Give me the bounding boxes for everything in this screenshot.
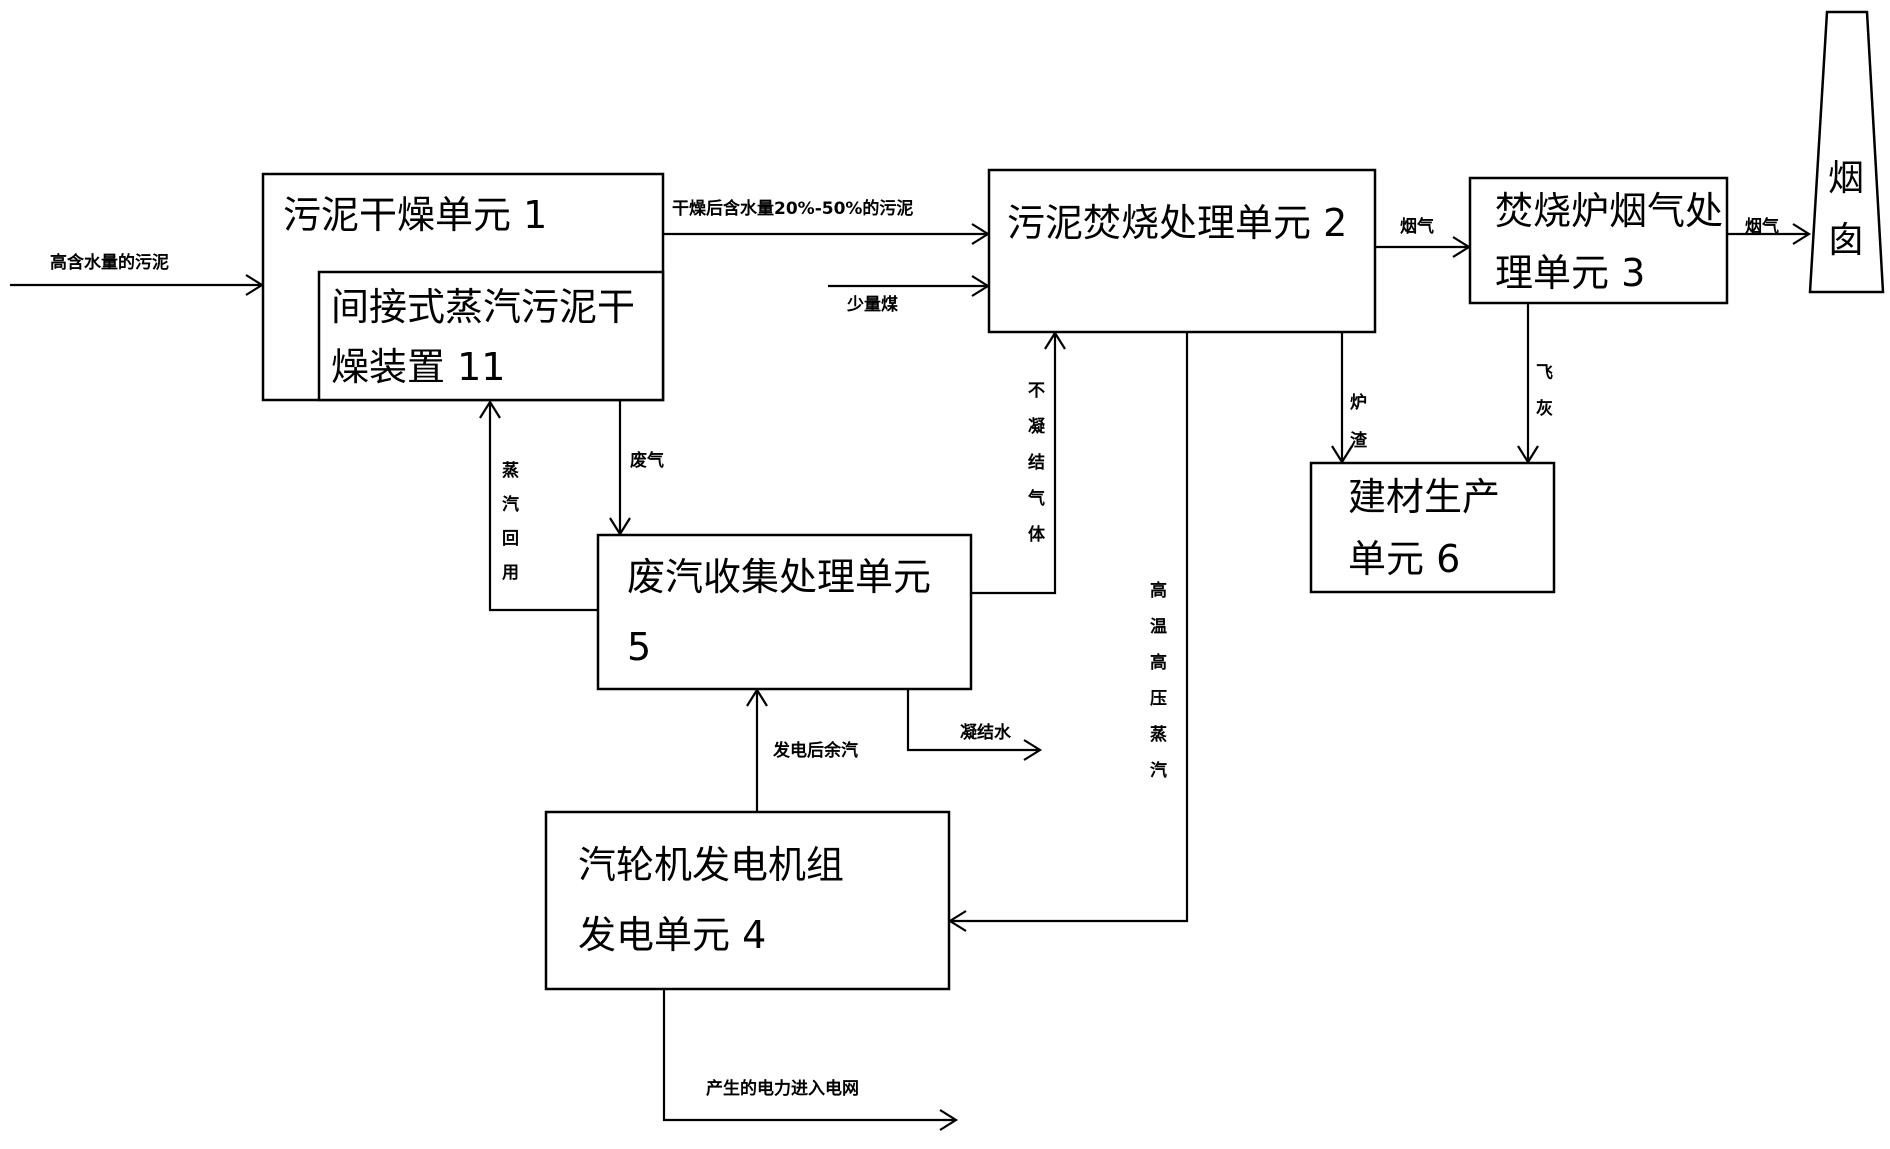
residual-steam-label: 发电后余汽 xyxy=(772,740,858,761)
hp-steam-label-5: 蒸 xyxy=(1150,725,1167,745)
sludge-in-arrowhead xyxy=(245,274,265,296)
noncond-gas-arrowhead xyxy=(1044,330,1066,350)
noncond-gas-label-1: 不 xyxy=(1028,381,1045,401)
dried-sludge-label: 干燥后含水量20%-50%的污泥 xyxy=(672,198,913,219)
waste-steam-label-1: 废汽收集处理单元 xyxy=(627,555,931,599)
building-material-label-2: 单元 6 xyxy=(1348,537,1460,581)
power-out-line xyxy=(662,990,956,1122)
coal-label: 少量煤 xyxy=(846,294,898,315)
noncond-gas-line xyxy=(972,333,1057,595)
building-material-label-1: 建材生产 xyxy=(1348,475,1500,519)
waste-gas-arrowhead xyxy=(609,517,631,537)
condensate-arrowhead xyxy=(1023,739,1043,761)
flue-gas-label-1: 烟气 xyxy=(1400,216,1434,237)
flue-gas-label-2: 烟气 xyxy=(1745,216,1779,237)
hp-steam-label-4: 压 xyxy=(1150,689,1167,709)
flue-gas-arrowhead-2 xyxy=(1792,223,1812,245)
indirect-steam-dryer-box xyxy=(317,270,665,402)
hp-steam-line xyxy=(950,333,1189,923)
waste-steam-unit-box xyxy=(596,533,973,691)
sludge-in-label: 高含水量的污泥 xyxy=(50,252,169,273)
steam-return-label-4: 用 xyxy=(502,563,519,583)
turbine-generator-label-1: 汽轮机发电机组 xyxy=(578,843,844,887)
hp-steam-arrowhead xyxy=(947,910,967,932)
turbine-generator-unit-box xyxy=(544,810,951,991)
flue-gas-treatment-box xyxy=(1468,176,1729,305)
hp-steam-label-2: 温 xyxy=(1150,617,1167,637)
residual-steam-arrowhead xyxy=(746,687,768,707)
chimney-label-2: 囱 xyxy=(1828,220,1864,261)
flue-gas-arrowhead-1 xyxy=(1452,236,1472,258)
waste-gas-label: 废气 xyxy=(630,450,664,471)
hp-steam-label-6: 汽 xyxy=(1150,760,1167,781)
flue-gas-treatment-label-1: 焚烧炉烟气处 xyxy=(1495,189,1723,233)
power-out-label: 产生的电力进入电网 xyxy=(706,1078,859,1099)
slag-label-2: 渣 xyxy=(1350,430,1368,451)
hp-steam-label-3: 高 xyxy=(1150,652,1167,673)
chimney-label-1: 烟 xyxy=(1828,158,1864,199)
dried-sludge-arrowhead xyxy=(971,223,991,245)
noncond-gas-label-2: 凝 xyxy=(1028,417,1046,437)
incineration-unit-box xyxy=(987,168,1377,334)
waste-steam-label-2: 5 xyxy=(627,625,651,669)
fly-ash-arrowhead xyxy=(1517,445,1539,465)
steam-return-label-2: 汽 xyxy=(502,494,519,515)
steam-return-line xyxy=(488,402,597,612)
coal-arrowhead xyxy=(971,275,991,297)
slag-arrowhead xyxy=(1331,445,1353,465)
noncond-gas-label-5: 体 xyxy=(1028,524,1046,545)
flue-gas-treatment-label-2: 理单元 3 xyxy=(1495,251,1645,295)
indirect-steam-dryer-label-1: 间接式蒸汽污泥干 xyxy=(331,285,635,329)
building-material-unit-box xyxy=(1309,461,1556,594)
condensate-line xyxy=(906,690,1040,752)
condensate-label: 凝结水 xyxy=(960,722,1012,743)
noncond-gas-label-4: 气 xyxy=(1027,488,1045,509)
steam-return-arrowhead xyxy=(479,399,501,419)
slag-label-1: 炉 xyxy=(1350,392,1367,413)
fly-ash-label-2: 灰 xyxy=(1536,398,1553,419)
steam-return-label-3: 回 xyxy=(502,529,519,549)
power-out-arrowhead xyxy=(939,1109,959,1131)
turbine-generator-label-2: 发电单元 4 xyxy=(578,913,766,957)
sludge-drying-unit-label: 污泥干燥单元 1 xyxy=(283,193,547,237)
incineration-unit-label: 污泥焚烧处理单元 2 xyxy=(1007,201,1347,245)
hp-steam-label-1: 高 xyxy=(1150,580,1167,601)
noncond-gas-label-3: 结 xyxy=(1028,452,1045,473)
fly-ash-label-1: 飞 xyxy=(1536,363,1553,383)
chimney xyxy=(1808,10,1885,294)
indirect-steam-dryer-label-2: 燥装置 11 xyxy=(331,345,505,389)
steam-return-label-1: 蒸 xyxy=(502,461,519,481)
